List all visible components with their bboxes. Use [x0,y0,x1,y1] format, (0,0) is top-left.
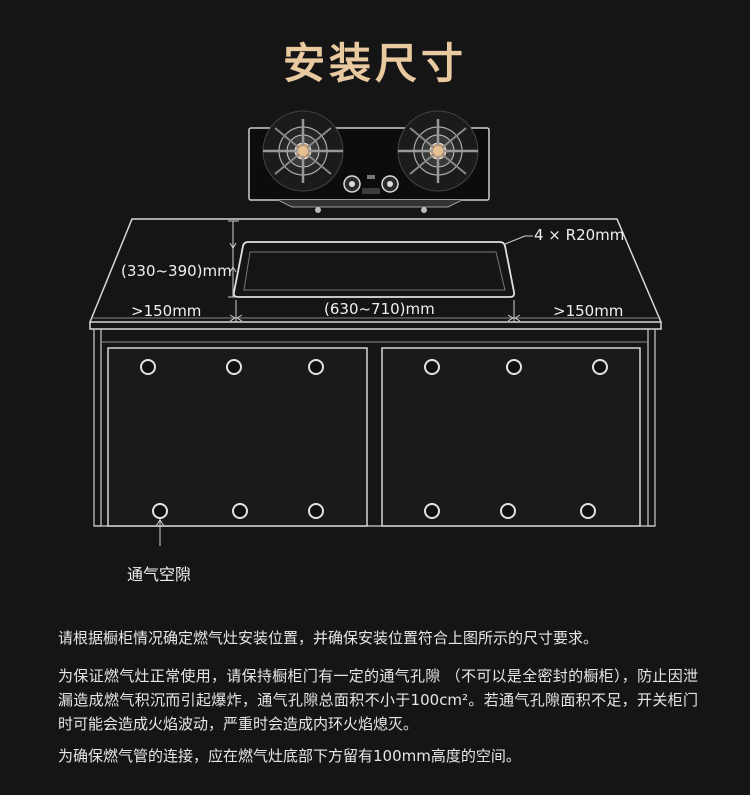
cabinet [93,329,656,527]
note-position: 请根据橱柜情况确定燃气灶安装位置，并确保安装位置符合上图所示的尺寸要求。 [58,629,599,647]
gas-stove [248,110,490,213]
countertop-front-edge [89,322,662,330]
vent-gap-label: 通气空隙 [127,565,192,584]
dimension-lines [92,220,658,322]
stove-foot-right [421,207,427,213]
right-burner [397,110,479,192]
vent-hole [506,359,522,375]
left-margin-label: >150mm [131,302,202,320]
left-burner [262,110,344,192]
vent-hole [580,503,596,519]
countertop-cutout-inner [243,251,506,291]
vent-leader [155,519,165,546]
note-ventilation: 为保证燃气灶正常使用，请保持橱柜门有一定的通气孔隙 （不可以是全密封的橱柜），防… [58,667,698,733]
depth-label: (330~390)mm [121,262,232,280]
vent-hole [424,359,440,375]
corner-radius-label: 4 × R20mm [534,226,625,244]
cutout-width-label: (630~710)mm [324,300,435,318]
page-title: 安装尺寸 [282,39,467,88]
control-knobs [343,175,399,194]
vent-holes [140,359,608,519]
vent-hole [500,503,516,519]
countertop-cutout [232,241,516,298]
cabinet-door-right [381,347,641,527]
vent-hole [308,359,324,375]
vent-hole [226,359,242,375]
vent-hole [152,503,168,519]
vent-hole [592,359,608,375]
cabinet-door-left [107,347,368,527]
stove-foot-left [315,207,321,213]
vent-hole [232,503,248,519]
right-margin-label: >150mm [553,302,624,320]
countertop [88,218,663,330]
vent-hole [308,503,324,519]
vent-hole [140,359,156,375]
note-gas-pipe: 为确保燃气管的连接，应在燃气灶底部下方留有100mm高度的空间。 [58,747,521,765]
vent-hole [424,503,440,519]
stove-base [277,199,463,208]
